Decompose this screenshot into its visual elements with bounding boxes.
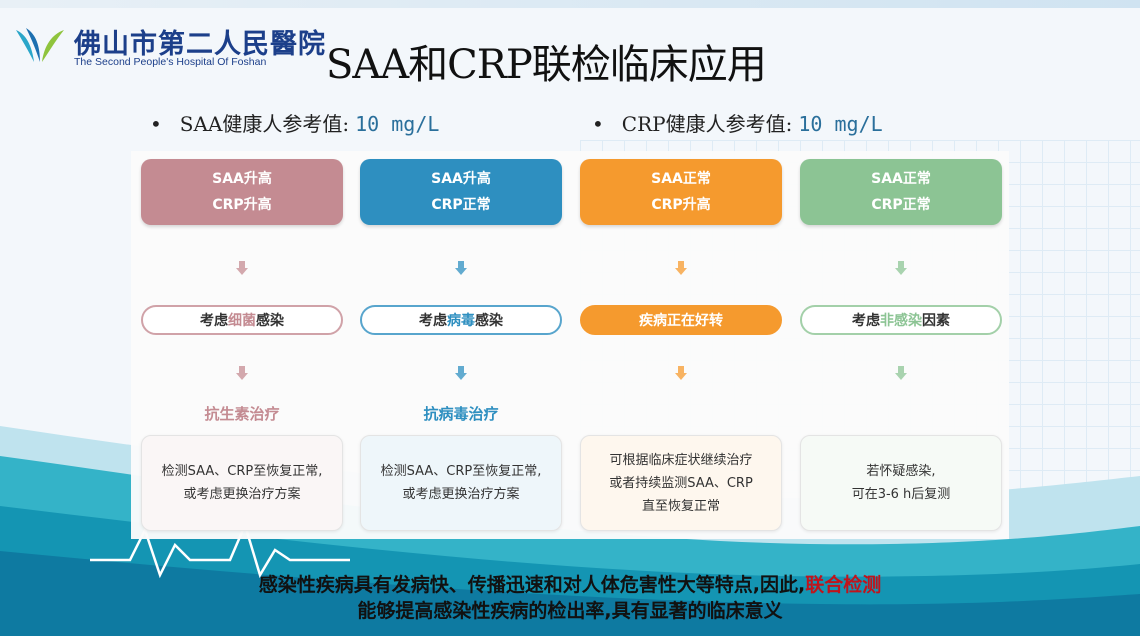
down-arrow-icon xyxy=(455,261,467,275)
diagnosis-prefix: 考虑 xyxy=(419,313,447,329)
diagnosis-suffix: 因素 xyxy=(922,313,950,329)
advice-box: 若怀疑感染, 可在3-6 h后复测 xyxy=(800,435,1002,531)
diagnosis-prefix: 考虑 xyxy=(200,313,228,329)
diagnosis-pill: 考虑细菌感染 xyxy=(141,305,343,335)
down-arrow-icon xyxy=(895,261,907,275)
saa-reference-value: 10 mg/L xyxy=(355,112,440,136)
diagnosis-highlight: 非感染 xyxy=(880,313,922,329)
flow-column-1: SAA升高 CRP升高 考虑细菌感染 抗生素治疗 检测SAA、CRP至恢复正常,… xyxy=(141,151,343,539)
footer-line-1: 感染性疾病具有发病快、传播迅速和对人体危害性大等特点,因此,联合检测 xyxy=(0,572,1140,598)
advice-line-1: 检测SAA、CRP至恢复正常, xyxy=(161,464,323,479)
flow-column-3: SAA正常 CRP升高 疾病正在好转 可根据临床症状继续治疗 或者持续监测SAA… xyxy=(580,151,782,539)
bullet: • xyxy=(592,112,604,136)
advice-line-3: 直至恢复正常 xyxy=(641,498,720,514)
down-arrow-icon xyxy=(895,366,907,380)
top-band xyxy=(0,0,1140,8)
crp-reference-label: CRP健康人参考值: xyxy=(621,112,793,136)
diagnosis-suffix: 感染 xyxy=(475,313,503,329)
crp-reference-value: 10 mg/L xyxy=(798,112,883,136)
diagnosis-suffix: 感染 xyxy=(256,313,284,329)
treatment-label: 抗生素治疗 xyxy=(204,405,280,423)
advice-line-2: 可在3-6 h后复测 xyxy=(851,487,951,502)
condition-box: SAA升高 CRP升高 xyxy=(141,159,343,225)
footer-line-2: 能够提高感染性疾病的检出率,具有显著的临床意义 xyxy=(357,600,783,622)
condition-box: SAA升高 CRP正常 xyxy=(360,159,562,225)
diagnosis-highlight: 细菌 xyxy=(228,313,256,329)
footer-conclusion: 感染性疾病具有发病快、传播迅速和对人体危害性大等特点,因此,联合检测 能够提高感… xyxy=(0,572,1140,624)
advice-line-1: 若怀疑感染, xyxy=(866,464,936,479)
diagnosis-highlight: 病毒 xyxy=(447,313,475,329)
logo-mark-icon xyxy=(16,28,64,62)
flow-column-4: SAA正常 CRP正常 考虑非感染因素 若怀疑感染, 可在3-6 h后复测 xyxy=(800,151,1002,539)
diagnosis-pill: 疾病正在好转 xyxy=(580,305,782,335)
slide-title: SAA和CRP联检临床应用 xyxy=(326,42,767,88)
condition-crp: CRP正常 xyxy=(431,197,491,213)
condition-saa: SAA正常 xyxy=(651,171,711,187)
advice-box: 检测SAA、CRP至恢复正常, 或考虑更换治疗方案 xyxy=(141,435,343,531)
advice-line-2: 或者持续监测SAA、CRP xyxy=(609,475,753,491)
treatment-label: 抗病毒治疗 xyxy=(423,405,499,423)
saa-reference-label: SAA健康人参考值: xyxy=(179,112,350,136)
advice-line-1: 检测SAA、CRP至恢复正常, xyxy=(380,464,542,479)
hospital-name-cn: 佛山市第二人民醫院 xyxy=(74,29,326,60)
diagnosis-prefix: 考虑 xyxy=(852,313,880,329)
down-arrow-icon xyxy=(236,366,248,380)
advice-line-2: 或考虑更换治疗方案 xyxy=(402,487,520,502)
crp-reference: • CRP健康人参考值:10 mg/L xyxy=(592,108,883,137)
hospital-logo: 佛山市第二人民醫院 The Second People's Hospital O… xyxy=(12,22,325,72)
advice-box: 可根据临床症状继续治疗 或者持续监测SAA、CRP 直至恢复正常 xyxy=(580,435,782,531)
hospital-name-en: The Second People's Hospital Of Foshan xyxy=(74,56,267,68)
advice-line-1: 可根据临床症状继续治疗 xyxy=(609,452,753,468)
condition-saa: SAA升高 xyxy=(431,171,491,187)
footer-highlight: 联合检测 xyxy=(805,574,882,596)
advice-box: 检测SAA、CRP至恢复正常, 或考虑更换治疗方案 xyxy=(360,435,562,531)
flow-column-2: SAA升高 CRP正常 考虑病毒感染 抗病毒治疗 检测SAA、CRP至恢复正常,… xyxy=(360,151,562,539)
flow-panel: SAA升高 CRP升高 考虑细菌感染 抗生素治疗 检测SAA、CRP至恢复正常,… xyxy=(131,151,1009,539)
advice-line-2: 或考虑更换治疗方案 xyxy=(183,487,301,502)
down-arrow-icon xyxy=(455,366,467,380)
condition-saa: SAA升高 xyxy=(212,171,272,187)
condition-crp: CRP升高 xyxy=(212,197,272,213)
saa-reference: • SAA健康人参考值:10 mg/L xyxy=(150,108,439,137)
condition-crp: CRP升高 xyxy=(651,197,711,213)
condition-box: SAA正常 CRP正常 xyxy=(800,159,1002,225)
condition-saa: SAA正常 xyxy=(871,171,931,187)
condition-crp: CRP正常 xyxy=(871,197,931,213)
bullet: • xyxy=(150,112,162,136)
condition-box: SAA正常 CRP升高 xyxy=(580,159,782,225)
diagnosis-pill: 考虑病毒感染 xyxy=(360,305,562,335)
down-arrow-icon xyxy=(675,261,687,275)
down-arrow-icon xyxy=(236,261,248,275)
down-arrow-icon xyxy=(675,366,687,380)
diagnosis-suffix: 疾病正在好转 xyxy=(639,313,723,329)
footer-text-1: 感染性疾病具有发病快、传播迅速和对人体危害性大等特点,因此, xyxy=(258,574,806,596)
diagnosis-pill: 考虑非感染因素 xyxy=(800,305,1002,335)
